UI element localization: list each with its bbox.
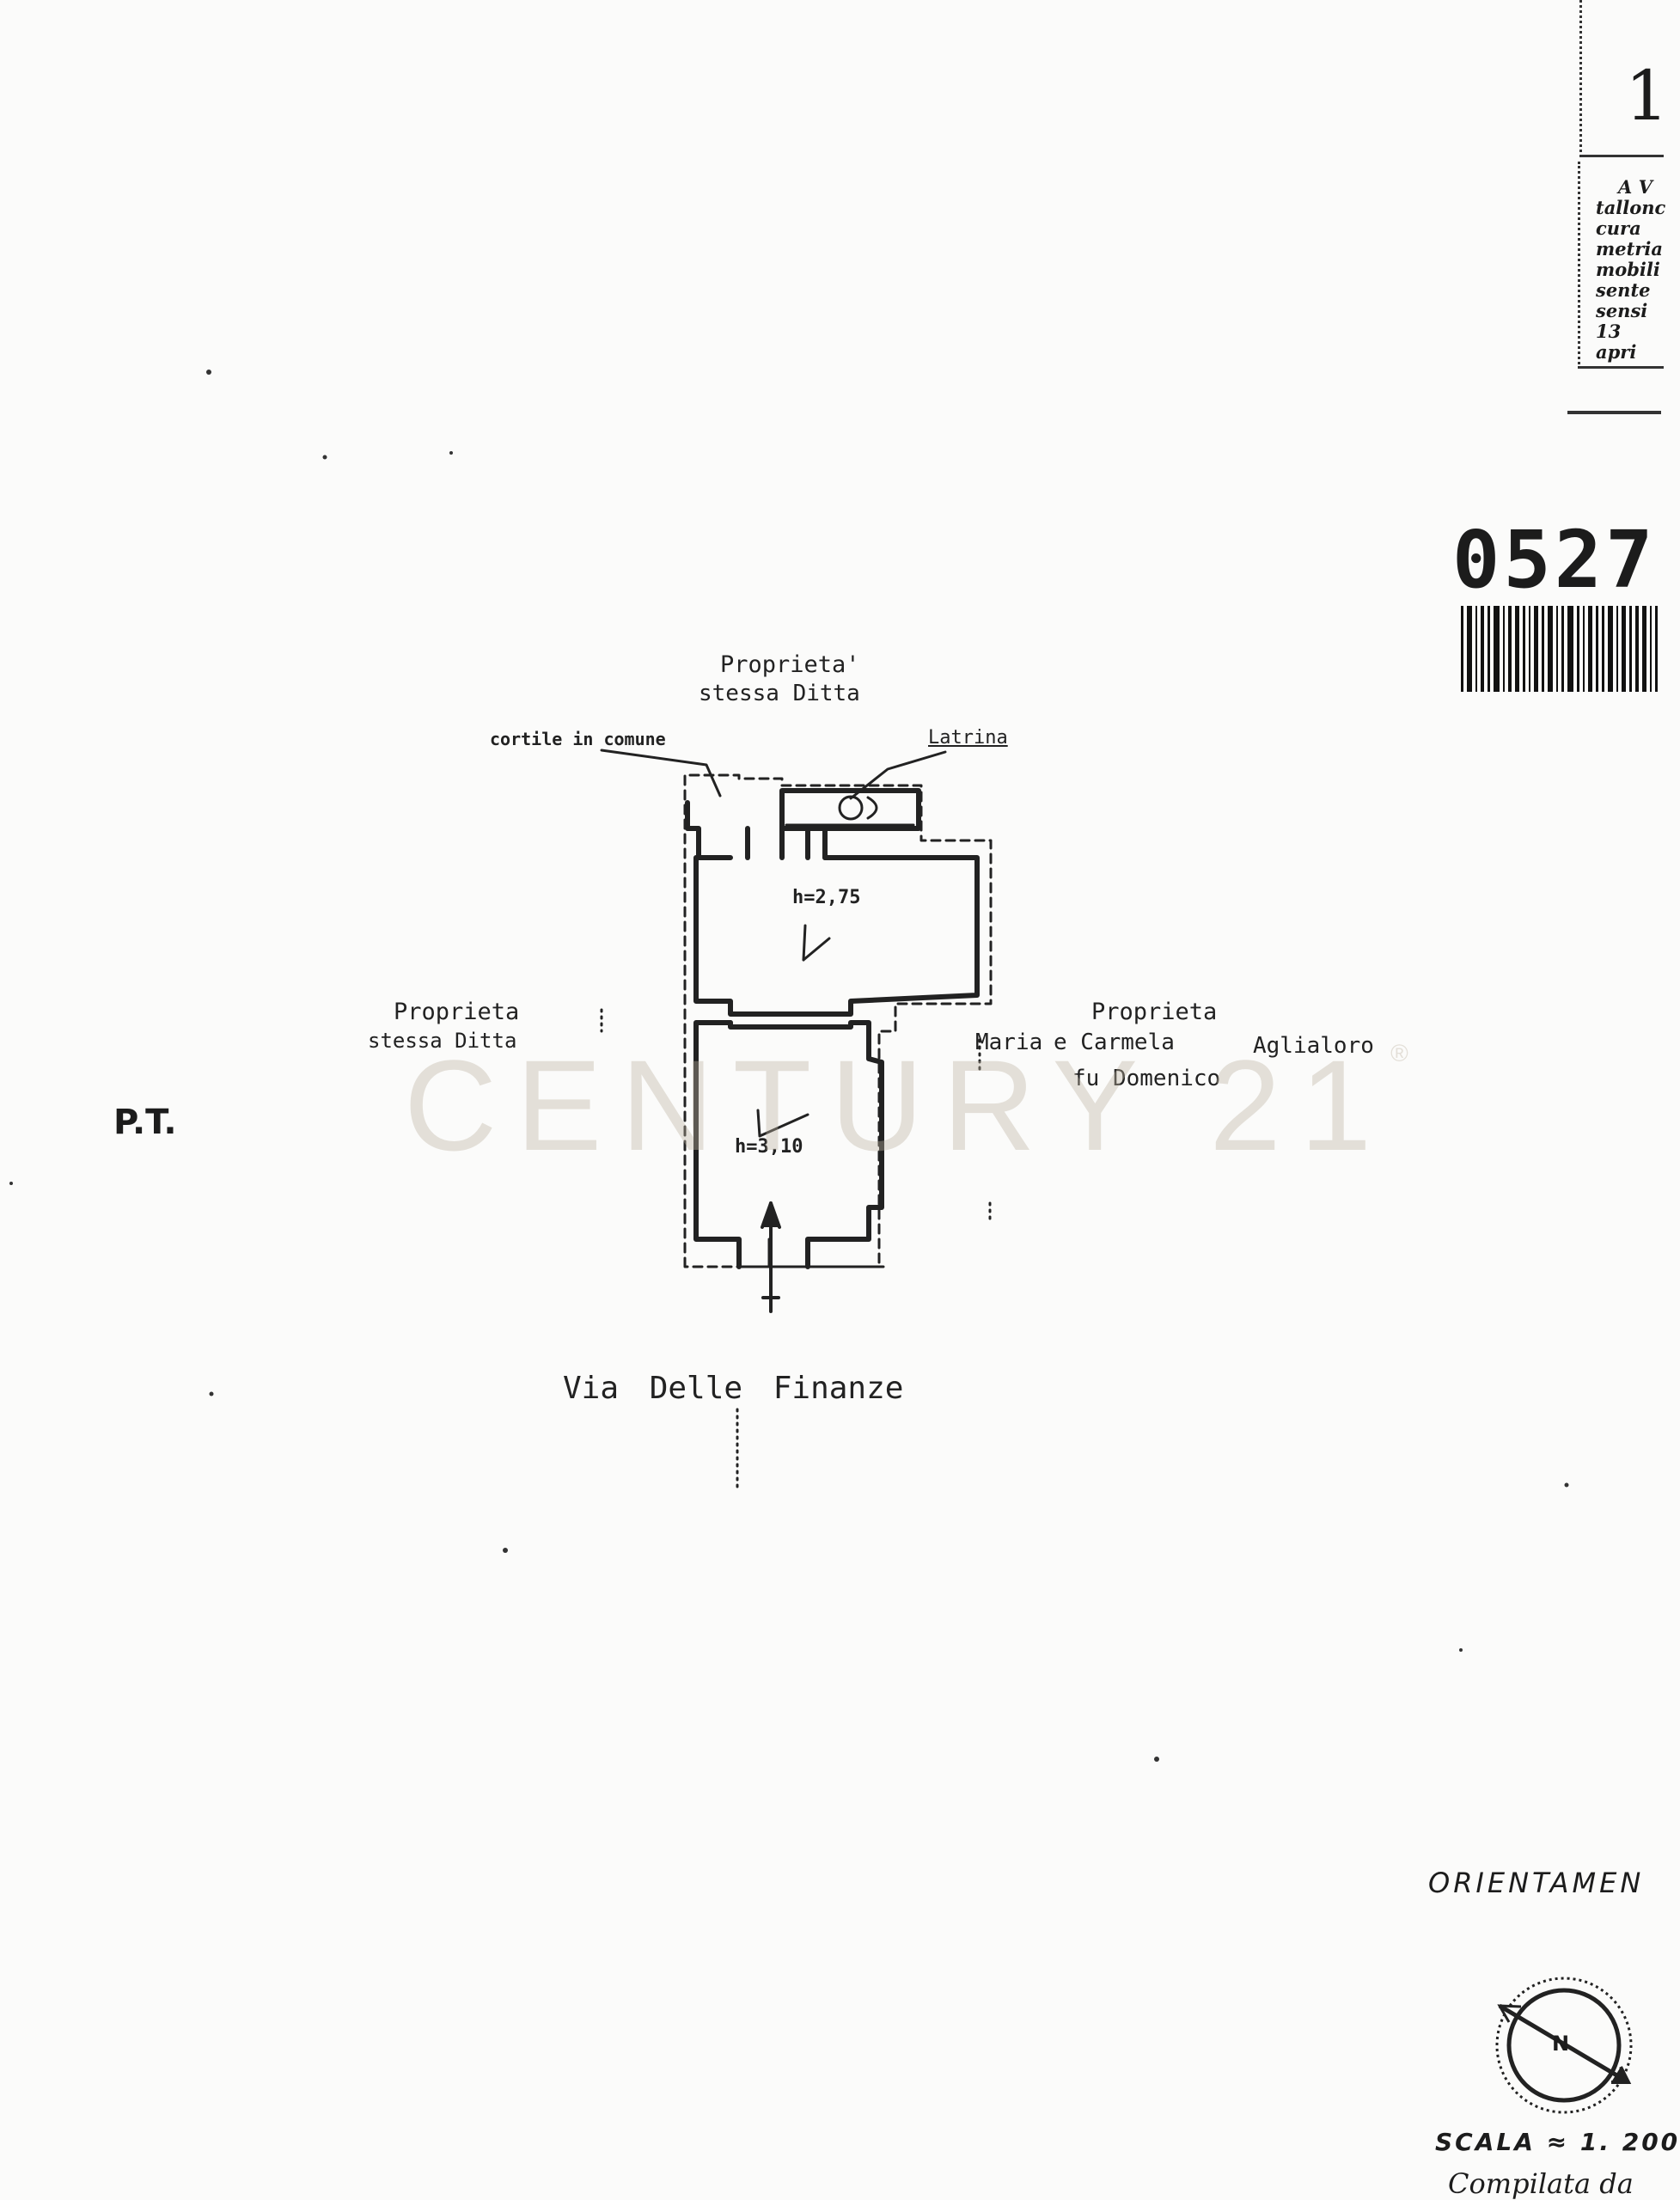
floor-label: P.T. xyxy=(113,1103,177,1142)
right-owner-name-1: Maria xyxy=(975,1030,1043,1055)
toilet-symbol xyxy=(838,795,864,821)
left-owner-label: Proprieta xyxy=(394,999,520,1025)
upper-room xyxy=(685,800,980,1017)
scale-label: SCALA ≈ 1. 200 xyxy=(1435,2128,1680,2156)
right-owner-surname: Aglialoro xyxy=(1253,1033,1374,1059)
latrine-label: Latrina xyxy=(928,727,1008,749)
right-owner-label: Proprieta xyxy=(1091,999,1218,1025)
stamp-line: 13 apri xyxy=(1596,321,1637,363)
latrine-room xyxy=(779,788,921,831)
stamp-line: sensi xyxy=(1596,300,1648,321)
compass-rose xyxy=(1495,1977,1633,2114)
page-number-box: 1 xyxy=(1579,0,1669,157)
top-owner-label: Proprieta' xyxy=(720,651,860,678)
stamp-line: cura xyxy=(1596,217,1641,239)
door-swing-upper xyxy=(802,924,831,962)
height-upper-label: h=2,75 xyxy=(792,887,861,908)
height-lower-label: h=3,10 xyxy=(735,1136,803,1158)
compiled-by-label: Compilata da xyxy=(1448,2167,1634,2200)
stamp-note: A V tallonc cura metria mobili sente sen… xyxy=(1578,162,1666,369)
latrine-leader xyxy=(849,750,947,800)
margin-rule xyxy=(1567,411,1661,414)
door-swing-lower xyxy=(756,1109,809,1138)
stamp-line: metria xyxy=(1596,238,1663,260)
stamp-line: sente xyxy=(1596,279,1651,301)
right-owner-name-2: e Carmela xyxy=(1054,1030,1175,1055)
compass-north-letter: N xyxy=(1552,2032,1570,2056)
stamp-line: A V xyxy=(1618,176,1653,198)
top-owner-label-2: stessa Ditta xyxy=(699,681,860,706)
street-label: Via Delle Finanze xyxy=(563,1371,904,1406)
left-owner-label-2: stessa Ditta xyxy=(368,1029,517,1053)
property-boundary xyxy=(683,773,993,1268)
entrance-arrow xyxy=(761,1201,781,1313)
orientation-label: ORIENTAMEN xyxy=(1428,1867,1645,1899)
right-owner-father: fu Domenico xyxy=(1072,1066,1221,1091)
century21-watermark: CENTURY 21® xyxy=(404,1033,1408,1177)
page-number: 1 xyxy=(1625,56,1669,136)
barcode xyxy=(1461,606,1661,692)
stamp-line: mobili xyxy=(1596,259,1660,280)
courtyard-leader xyxy=(600,749,722,798)
document-code: 0527 xyxy=(1452,514,1657,606)
stamp-line: tallonc xyxy=(1596,197,1666,218)
courtyard-label: cortile in comune xyxy=(490,729,666,749)
